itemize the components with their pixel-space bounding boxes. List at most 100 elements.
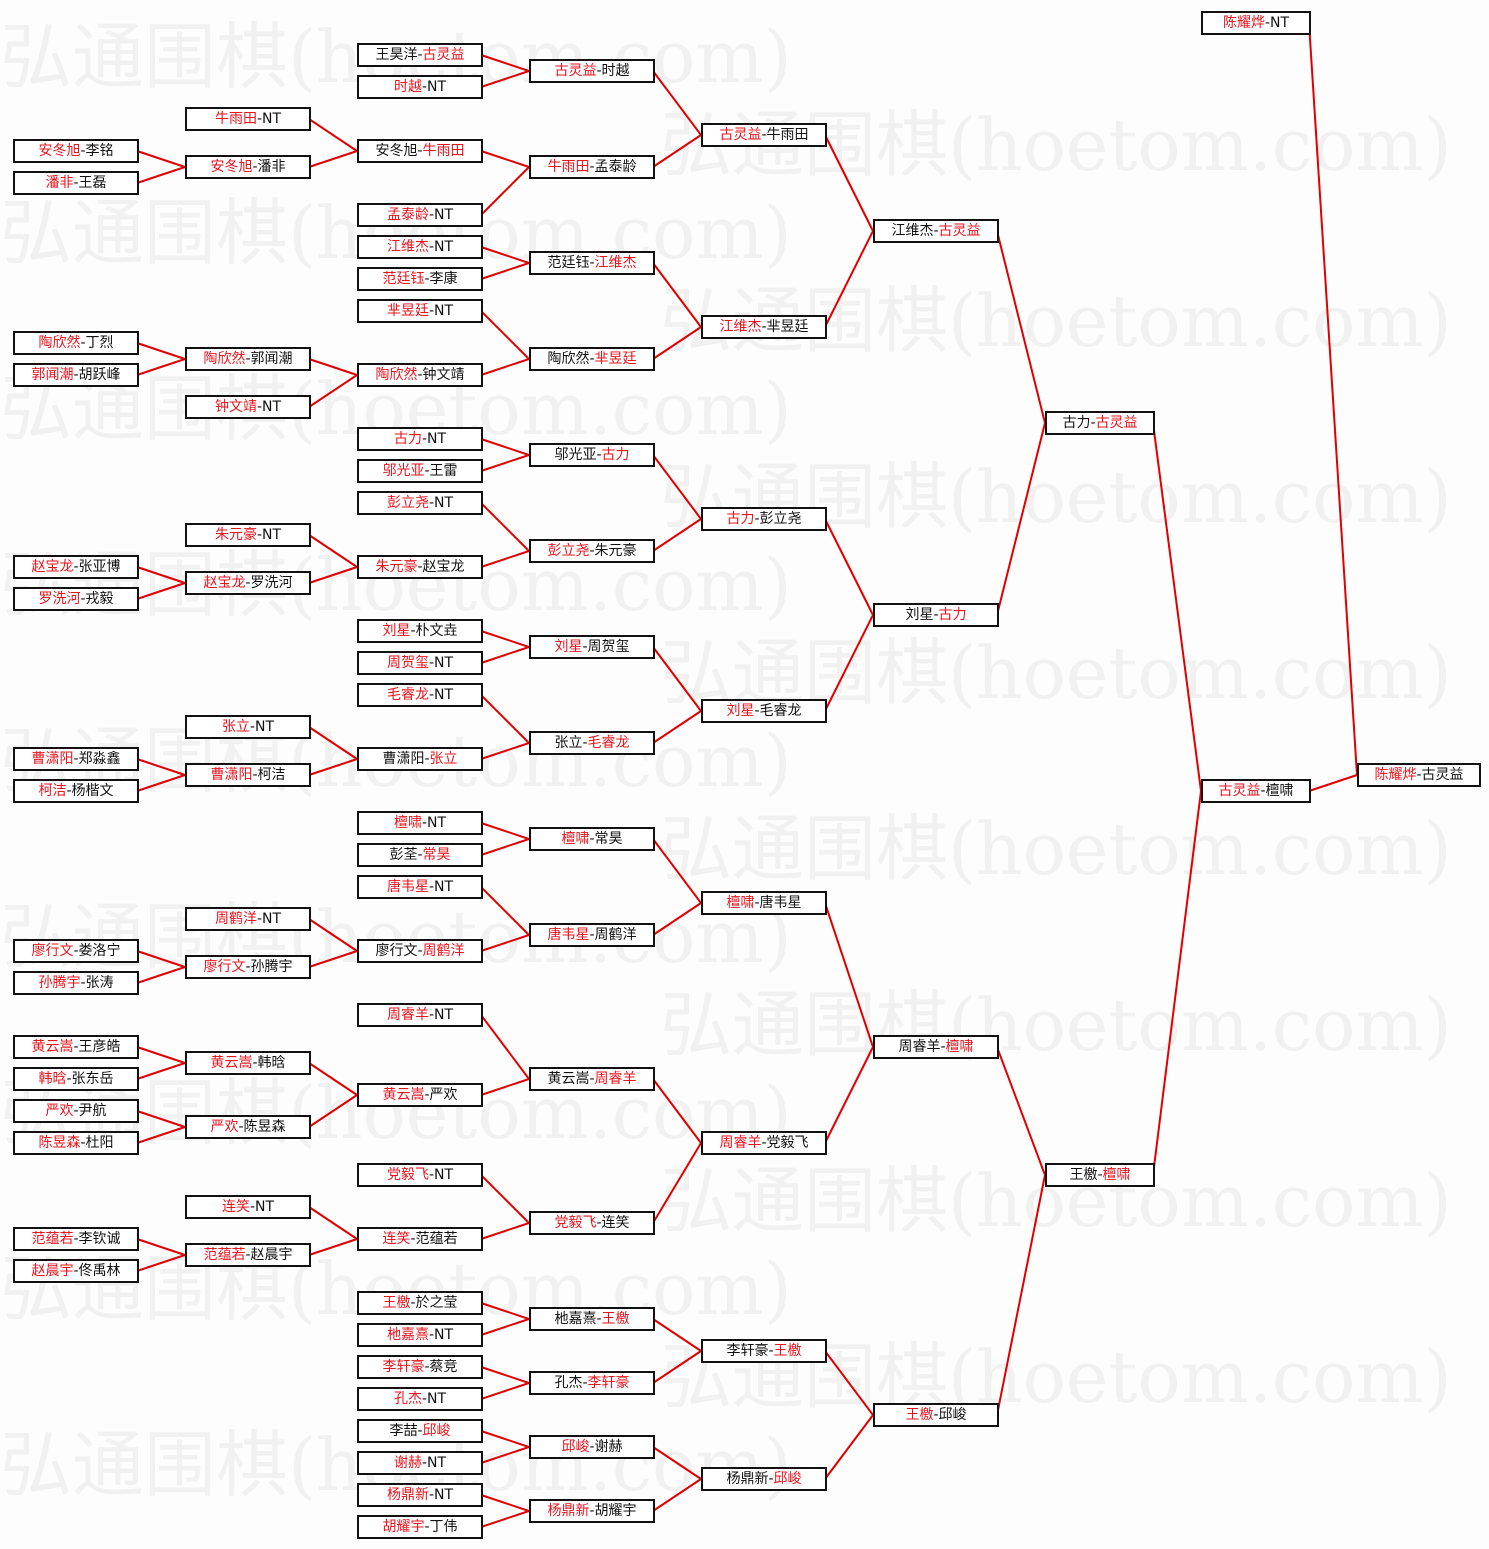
match-box[interactable]: 王昊洋-古灵益 <box>357 43 483 67</box>
match-box[interactable]: 牛雨田-NT <box>185 107 311 131</box>
match-box[interactable]: 毛睿龙-NT <box>357 683 483 707</box>
match-box[interactable]: 彭立尧-朱元豪 <box>529 539 655 563</box>
match-box[interactable]: 唐韦星-NT <box>357 875 483 899</box>
match-box[interactable]: 朱元豪-NT <box>185 523 311 547</box>
match-box[interactable]: 党毅飞-连笑 <box>529 1211 655 1235</box>
match-box[interactable]: 郭闻潮-胡跃峰 <box>13 363 139 387</box>
match-box[interactable]: 范廷钰-江维杰 <box>529 251 655 275</box>
match-box[interactable]: 钟文靖-NT <box>185 395 311 419</box>
match-box[interactable]: 邬光亚-王雷 <box>357 459 483 483</box>
match-box[interactable]: 古灵益-时越 <box>529 59 655 83</box>
match-box[interactable]: 刘星-朴文垚 <box>357 619 483 643</box>
match-box[interactable]: 严欢-陈昱森 <box>185 1115 311 1139</box>
match-box[interactable]: 连笑-NT <box>185 1195 311 1219</box>
match-box[interactable]: 时越-NT <box>357 75 483 99</box>
match-box[interactable]: 韩晗-张东岳 <box>13 1067 139 1091</box>
watermark-text: 弘通围棋(hoetom.com) <box>660 983 1452 1067</box>
match-box[interactable]: 黄云嵩-王彦皓 <box>13 1035 139 1059</box>
match-box[interactable]: 檀啸-唐韦星 <box>701 891 827 915</box>
match-box[interactable]: 潘非-王磊 <box>13 171 139 195</box>
match-box[interactable]: 李喆-邱峻 <box>357 1419 483 1443</box>
match-box[interactable]: 江维杰-NT <box>357 235 483 259</box>
match-box[interactable]: 王檄-於之莹 <box>357 1291 483 1315</box>
match-box[interactable]: 安冬旭-李铭 <box>13 139 139 163</box>
match-box[interactable]: 彭立尧-NT <box>357 491 483 515</box>
match-box[interactable]: 党毅飞-NT <box>357 1163 483 1187</box>
match-box[interactable]: 黄云嵩-韩晗 <box>185 1051 311 1075</box>
match-box[interactable]: 杝嘉熹-NT <box>357 1323 483 1347</box>
match-box[interactable]: 黄云嵩-严欢 <box>357 1083 483 1107</box>
match-box[interactable]: 江维杰-古灵益 <box>873 219 999 243</box>
match-box[interactable]: 邬光亚-古力 <box>529 443 655 467</box>
match-box[interactable]: 周睿羊-檀啸 <box>873 1035 999 1059</box>
match-box[interactable]: 曹潇阳-柯洁 <box>185 763 311 787</box>
match-box[interactable]: 赵晨宇-佟禹林 <box>13 1259 139 1283</box>
match-box[interactable]: 陈耀烨-古灵益 <box>1357 763 1481 787</box>
match-box[interactable]: 刘星-周贺玺 <box>529 635 655 659</box>
match-box[interactable]: 张立-毛睿龙 <box>529 731 655 755</box>
match-box[interactable]: 古力-彭立尧 <box>701 507 827 531</box>
match-box[interactable]: 杨鼎新-邱峻 <box>701 1467 827 1491</box>
match-box[interactable]: 周睿羊-NT <box>357 1003 483 1027</box>
match-box[interactable]: 王檄-邱峻 <box>873 1403 999 1427</box>
match-box[interactable]: 连笑-范蕴若 <box>357 1227 483 1251</box>
match-box[interactable]: 周睿羊-党毅飞 <box>701 1131 827 1155</box>
match-box[interactable]: 张立-NT <box>185 715 311 739</box>
player-one: 安冬旭 <box>375 143 418 159</box>
match-box[interactable]: 赵宝龙-罗洗河 <box>185 571 311 595</box>
match-box[interactable]: 牛雨田-孟泰龄 <box>529 155 655 179</box>
match-box[interactable]: 赵宝龙-张亚博 <box>13 555 139 579</box>
match-box[interactable]: 刘星-毛睿龙 <box>701 699 827 723</box>
match-box[interactable]: 邱峻-谢赫 <box>529 1435 655 1459</box>
match-box[interactable]: 王檄-檀啸 <box>1045 1163 1155 1187</box>
match-box[interactable]: 胡耀宇-丁伟 <box>357 1515 483 1539</box>
bracket-connector-line <box>652 1078 702 1144</box>
match-box[interactable]: 朱元豪-赵宝龙 <box>357 555 483 579</box>
match-box[interactable]: 周鹤洋-NT <box>185 907 311 931</box>
match-box[interactable]: 曹潇阳-张立 <box>357 747 483 771</box>
match-box[interactable]: 谢赫-NT <box>357 1451 483 1475</box>
match-box[interactable]: 江维杰-芈昱廷 <box>701 315 827 339</box>
match-box[interactable]: 陶欣然-芈昱廷 <box>529 347 655 371</box>
match-box[interactable]: 柯洁-杨楷文 <box>13 779 139 803</box>
match-box[interactable]: 曹潇阳-郑淼鑫 <box>13 747 139 771</box>
match-box[interactable]: 孟泰龄-NT <box>357 203 483 227</box>
match-box[interactable]: 李轩豪-蔡竞 <box>357 1355 483 1379</box>
match-box[interactable]: 李轩豪-王檄 <box>701 1339 827 1363</box>
match-box[interactable]: 黄云嵩-周睿羊 <box>529 1067 655 1091</box>
bracket-connector-line <box>996 230 1046 424</box>
match-box[interactable]: 孔杰-李轩豪 <box>529 1371 655 1395</box>
match-box[interactable]: 檀啸-NT <box>357 811 483 835</box>
match-box[interactable]: 杝嘉熹-王檄 <box>529 1307 655 1331</box>
match-box[interactable]: 孙腾宇-张涛 <box>13 971 139 995</box>
match-box[interactable]: 周贺玺-NT <box>357 651 483 675</box>
match-box[interactable]: 陈昱森-杜阳 <box>13 1131 139 1155</box>
match-box[interactable]: 陶欣然-郭闻潮 <box>185 347 311 371</box>
match-box[interactable]: 陶欣然-钟文靖 <box>357 363 483 387</box>
match-box[interactable]: 范廷钰-李康 <box>357 267 483 291</box>
match-box[interactable]: 檀啸-常昊 <box>529 827 655 851</box>
match-box[interactable]: 廖行文-周鹤洋 <box>357 939 483 963</box>
match-box[interactable]: 孔杰-NT <box>357 1387 483 1411</box>
match-box[interactable]: 陶欣然-丁烈 <box>13 331 139 355</box>
match-box[interactable]: 古力-NT <box>357 427 483 451</box>
match-box[interactable]: 刘星-古力 <box>873 603 999 627</box>
match-box[interactable]: 唐韦星-周鹤洋 <box>529 923 655 947</box>
match-box[interactable]: 严欢-尹航 <box>13 1099 139 1123</box>
match-box[interactable]: 廖行文-孙腾宇 <box>185 955 311 979</box>
match-box[interactable]: 古灵益-牛雨田 <box>701 123 827 147</box>
match-box[interactable]: 廖行文-娄洛宁 <box>13 939 139 963</box>
match-box[interactable]: 范蕴若-赵晨宇 <box>185 1243 311 1267</box>
match-box[interactable]: 芈昱廷-NT <box>357 299 483 323</box>
match-box[interactable]: 范蕴若-李钦诚 <box>13 1227 139 1251</box>
match-box[interactable]: 杨鼎新-NT <box>357 1483 483 1507</box>
match-box[interactable]: 安冬旭-牛雨田 <box>357 139 483 163</box>
separator: - <box>428 303 435 319</box>
match-box[interactable]: 陈耀烨-NT <box>1201 11 1311 35</box>
match-box[interactable]: 罗洗河-戎毅 <box>13 587 139 611</box>
match-box[interactable]: 安冬旭-潘非 <box>185 155 311 179</box>
match-box[interactable]: 杨鼎新-胡耀宇 <box>529 1499 655 1523</box>
match-box[interactable]: 彭荃-常昊 <box>357 843 483 867</box>
match-box[interactable]: 古力-古灵益 <box>1045 411 1155 435</box>
match-box[interactable]: 古灵益-檀啸 <box>1201 779 1311 803</box>
